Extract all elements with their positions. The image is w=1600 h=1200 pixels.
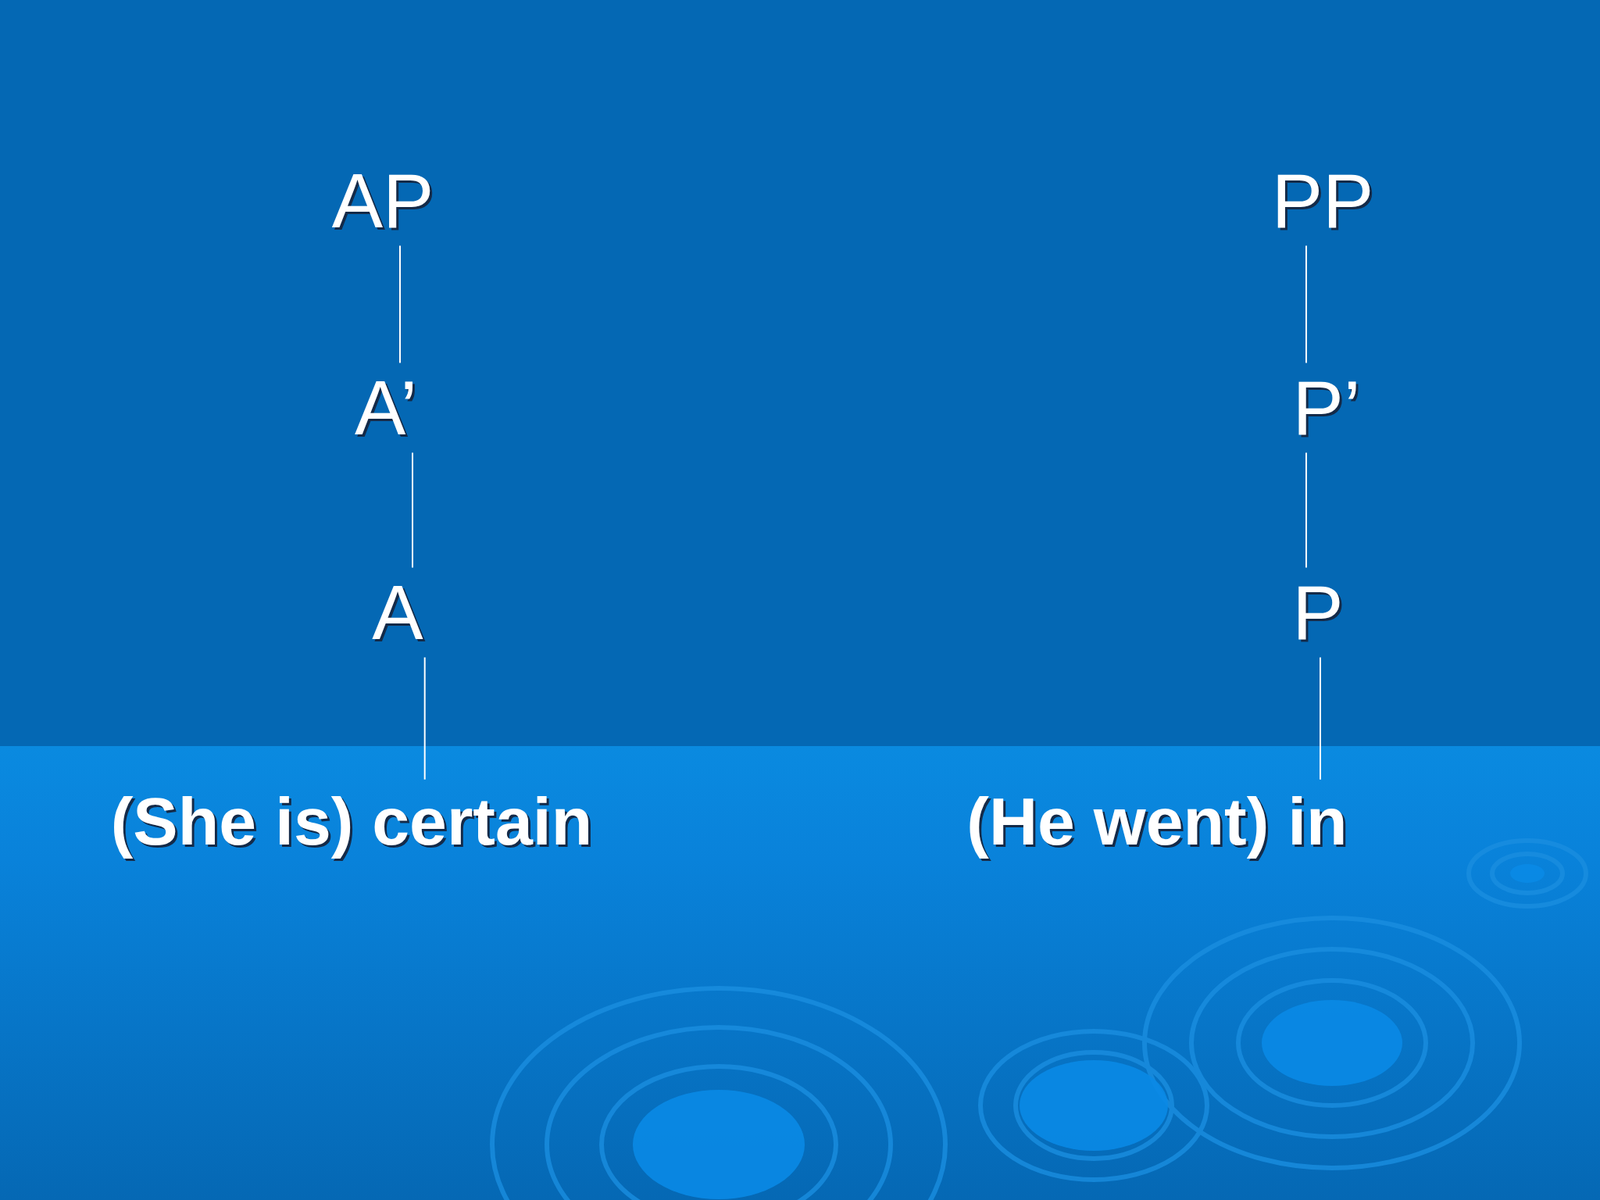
node-text: A	[371, 572, 423, 654]
top-panel	[0, 0, 1600, 747]
ripples	[492, 840, 1586, 1200]
branch-line	[399, 245, 401, 363]
node-text: AP	[332, 160, 435, 242]
bottom-band	[0, 746, 1600, 1200]
bar-label: A’	[350, 366, 422, 450]
branch-line	[1319, 657, 1322, 779]
head-label: P	[1287, 571, 1348, 655]
phrase-label: PP	[1267, 159, 1379, 243]
node-text: (He went) in	[966, 784, 1347, 859]
bar-label: P’	[1287, 366, 1365, 450]
node-text: P	[1292, 572, 1343, 654]
example-phrase: (He went) in	[961, 782, 1352, 861]
node-text: (She is) certain	[110, 784, 593, 859]
branch-line	[411, 452, 414, 568]
head-label: A	[367, 571, 428, 655]
phrase-label: AP	[327, 159, 440, 243]
branch-line	[1305, 452, 1308, 568]
branch-line	[424, 657, 426, 779]
branch-line	[1305, 245, 1308, 363]
node-text: P’	[1292, 367, 1361, 449]
node-text: A’	[354, 367, 418, 449]
example-phrase: (She is) certain	[106, 782, 598, 861]
ripple-centres	[632, 864, 1545, 1200]
node-text: PP	[1271, 160, 1375, 242]
